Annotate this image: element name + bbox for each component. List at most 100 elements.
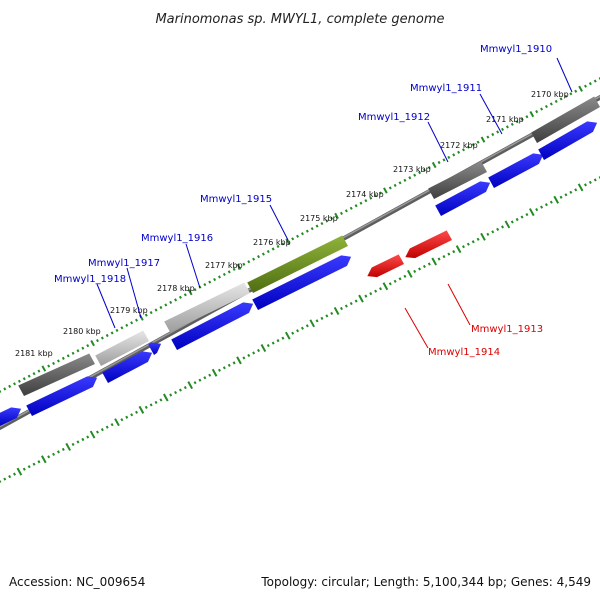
inner-tick [260,344,267,353]
scale-tick [227,270,231,274]
gene-feature [247,235,348,293]
scale-tick [242,262,246,266]
inner-tick [520,215,524,219]
gene-label[interactable]: Mmwyl1_1914 [428,347,500,358]
scale-tick [144,313,148,317]
inner-tick [525,212,529,217]
scale-tick [52,361,56,366]
scale-labels: 2170 kbp 2171 kbp 2172 kbp 2173 kbp 2174… [15,90,569,358]
inner-tick [413,269,417,273]
inner-tick [96,430,99,434]
scale-tick [281,242,285,246]
gene-label[interactable]: Mmwyl1_1918 [54,274,126,285]
inner-tick [114,418,120,427]
gene-label[interactable]: Mmwyl1_1916 [141,233,213,244]
scale-tick [584,84,587,88]
gene-label[interactable]: Mmwyl1_1913 [471,324,543,335]
scale-tick [213,277,217,282]
scale-tick [413,173,417,177]
gene-label[interactable]: Mmwyl1_1910 [480,44,552,55]
inner-tick [222,366,226,370]
inner-tick [100,428,104,432]
inner-tick [247,353,251,358]
gene-feature [164,282,250,332]
inner-tick [431,257,438,266]
forward-cds [26,376,98,416]
inner-tick [232,361,236,365]
inner-tick [486,232,490,236]
scale-tick [187,289,193,296]
inner-tick [208,373,212,377]
inner-tick [535,208,539,212]
scale-tick [17,379,21,383]
inner-tick [442,254,446,259]
inner-tick [291,331,295,335]
gene-label[interactable]: Mmwyl1_1915 [200,194,272,205]
scale-tick [569,92,573,96]
inner-tick [40,455,47,464]
inner-tick [300,326,304,330]
scale-tick [257,255,260,259]
inner-tick [242,356,246,360]
inner-tick [211,368,218,377]
scale-tick [66,354,70,358]
scale-tick [340,211,343,215]
scale-tick [135,318,138,322]
inner-tick [437,257,441,261]
scale-tick [437,160,441,165]
inner-tick [491,230,495,234]
scale-tick [388,186,392,190]
scale-tick [261,252,265,256]
scale-tick [47,364,51,368]
scale-tick [203,283,207,287]
inner-tick [325,314,329,318]
scale-tick [154,308,158,312]
inner-tick [569,190,573,194]
inner-tick [382,282,389,291]
inner-tick [86,435,90,439]
scale-tick [208,280,212,284]
scale-tick [310,227,314,231]
scale-tick [120,326,124,330]
inner-tick [198,378,202,382]
inner-tick [447,252,451,256]
scale-tick [535,110,539,114]
gene-label[interactable]: Mmwyl1_1912 [358,112,430,123]
scale-tick [164,303,168,307]
inner-tick [16,467,23,476]
scale-tick [320,221,324,226]
scale-tick [8,384,12,388]
gene-feature [428,161,487,199]
scale-tick [344,209,348,213]
scale-tick [105,333,109,338]
scale-tick [22,377,26,381]
gene-label[interactable]: Mmwyl1_1917 [88,258,160,269]
inner-tick [593,178,597,182]
gene-feature [95,330,149,366]
scale-tick [398,181,402,185]
inner-tick [193,381,197,385]
scale-tick [174,298,178,302]
scale-tick [496,130,500,134]
scale-tick [442,158,446,162]
scale-label: 2176 kbp [253,238,291,247]
inner-tick [406,269,413,278]
reverse-cds [405,230,452,259]
forward-cds [488,153,544,188]
scale-tick [222,272,226,277]
scale-tick [457,150,461,154]
scale-tick [37,369,41,373]
scale-tick [549,102,553,106]
scale-tick [408,176,412,180]
scale-tick [359,201,363,205]
inner-tick [388,282,392,286]
scale-tick [374,193,378,198]
inner-tick [305,324,309,328]
inner-tick [379,287,382,291]
inner-tick [452,250,456,254]
scale-tick [232,267,236,271]
inner-tick [135,410,138,414]
gene-label[interactable]: Mmwyl1_1911 [410,83,482,94]
scale-label: 2174 kbp [346,190,384,199]
inner-tick [227,363,231,367]
